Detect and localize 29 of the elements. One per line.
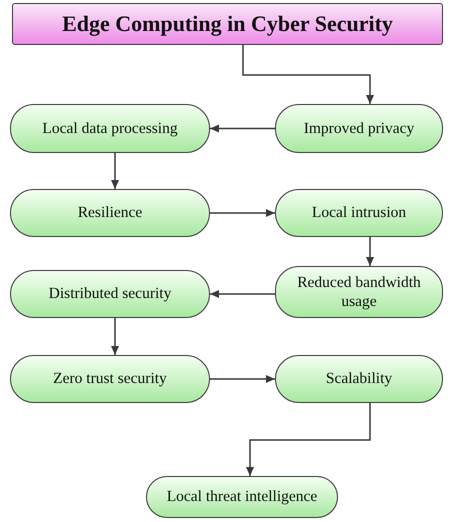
node-label: Improved privacy <box>304 118 414 138</box>
arrow <box>210 124 275 132</box>
arrow <box>242 45 374 104</box>
node-label: Distributed security <box>48 284 172 304</box>
node-label: Local threat intelligence <box>166 487 318 507</box>
process-pill <box>275 355 443 403</box>
arrow <box>111 153 119 189</box>
process-pill <box>10 355 210 403</box>
node-label: Zero trust security <box>53 369 167 389</box>
arrow <box>246 403 371 476</box>
process-pill <box>275 266 443 318</box>
arrow <box>111 318 119 355</box>
process-pill <box>146 476 338 518</box>
process-pill <box>10 189 210 237</box>
node-label: Scalability <box>326 369 392 389</box>
node-label: Local data processing <box>42 118 178 138</box>
process-pill <box>275 104 443 153</box>
node-label: Reduced bandwidth usage <box>296 272 422 312</box>
arrow <box>366 237 374 266</box>
process-pill <box>275 189 443 237</box>
title-text: Edge Computing in Cyber Security <box>62 11 393 37</box>
title-box <box>12 3 443 45</box>
arrow <box>210 375 275 383</box>
node-label: Local intrusion <box>312 203 406 223</box>
node-label: Resilience <box>78 203 142 223</box>
arrow <box>210 209 275 217</box>
process-pill <box>10 104 210 153</box>
arrow <box>210 290 275 298</box>
process-pill <box>10 270 210 318</box>
